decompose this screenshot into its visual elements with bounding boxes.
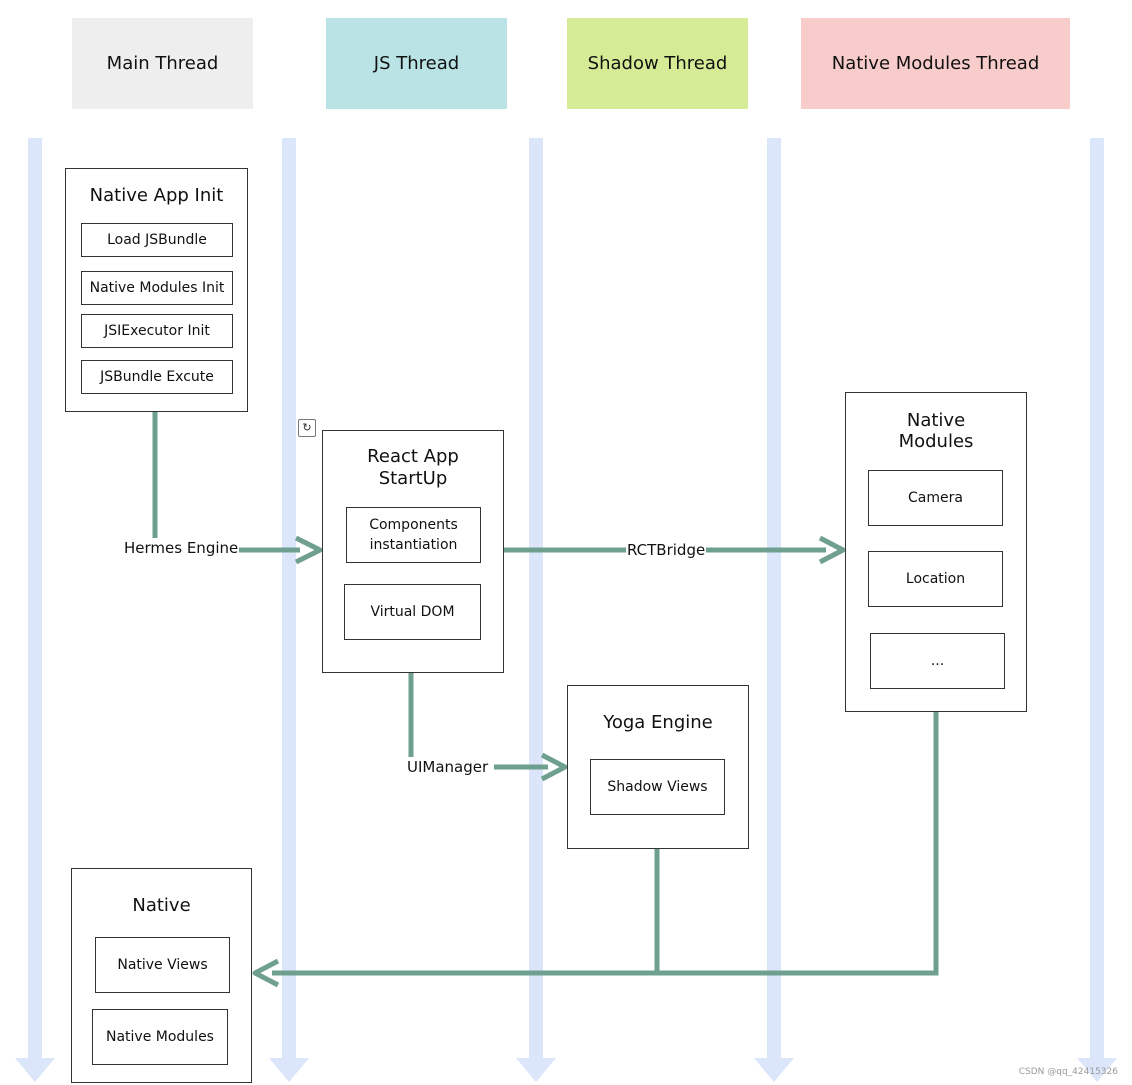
native-modules-step: Native Modules (92, 1009, 228, 1065)
native-modules-title-line1: Native (906, 410, 966, 431)
components-line1: Components (369, 517, 458, 533)
shadow-views-step: Shadow Views (590, 759, 725, 815)
lane-3 (767, 138, 781, 1060)
native-modules-box: Native Modules Camera Location ... (845, 392, 1027, 712)
native-modules-init-step: Native Modules Init (81, 271, 233, 305)
thread-lanes (15, 138, 1117, 1082)
native-box: Native Native Views Native Modules (71, 868, 252, 1083)
lane-arrow-3 (754, 1058, 794, 1082)
virtual-dom-step: Virtual DOM (344, 584, 481, 640)
link-icon: ↻ (298, 419, 316, 437)
hermes-engine-label: Hermes Engine (123, 539, 240, 557)
jsbundle-execute-step: JSBundle Excute (81, 360, 233, 394)
location-module: Location (868, 551, 1003, 607)
native-box-title: Native (132, 895, 191, 916)
lane-4 (1090, 138, 1104, 1060)
native-app-init-box: Native App Init Load JSBundle Native Mod… (65, 168, 248, 412)
native-modules-title-line2: Modules (898, 431, 974, 452)
lane-0 (28, 138, 42, 1060)
watermark: CSDN @qq_42415326 (1018, 1067, 1118, 1077)
react-app-title-line2: StartUp (378, 468, 448, 489)
jsiexecutor-init-step: JSIExecutor Init (81, 314, 233, 348)
native-return-connector (272, 712, 939, 976)
lane-arrow-2 (516, 1058, 556, 1082)
header-native-modules-thread: Native Modules Thread (801, 18, 1070, 109)
lane-arrow-0 (15, 1058, 55, 1082)
header-shadow-thread: Shadow Thread (567, 18, 748, 109)
lane-1 (282, 138, 296, 1060)
native-return-arrowhead (252, 958, 280, 988)
rctbridge-label: RCTBridge (626, 541, 707, 559)
lane-arrow-4 (1077, 1058, 1117, 1082)
native-app-init-title: Native App Init (89, 185, 224, 206)
uimanager-label: UIManager (406, 758, 490, 776)
components-instantiation-step: Components instantiation (346, 507, 481, 563)
header-main-thread: Main Thread (72, 18, 253, 109)
uimanager-arrowhead (540, 752, 568, 782)
rctbridge-arrowhead (818, 535, 846, 565)
hermes-arrowhead (294, 535, 323, 565)
load-jsbundle-step: Load JSBundle (81, 223, 233, 257)
header-js-thread: JS Thread (326, 18, 507, 109)
lane-arrow-1 (269, 1058, 309, 1082)
connectors (152, 412, 939, 988)
yoga-engine-box: Yoga Engine Shadow Views (567, 685, 749, 849)
native-views-step: Native Views (95, 937, 230, 993)
components-line2: instantiation (369, 537, 458, 553)
react-app-title-line1: React App (367, 446, 459, 467)
react-app-startup-box: React App StartUp Components instantiati… (322, 430, 504, 673)
lane-2 (529, 138, 543, 1060)
yoga-engine-title: Yoga Engine (603, 712, 713, 733)
more-modules: ... (870, 633, 1005, 689)
camera-module: Camera (868, 470, 1003, 526)
